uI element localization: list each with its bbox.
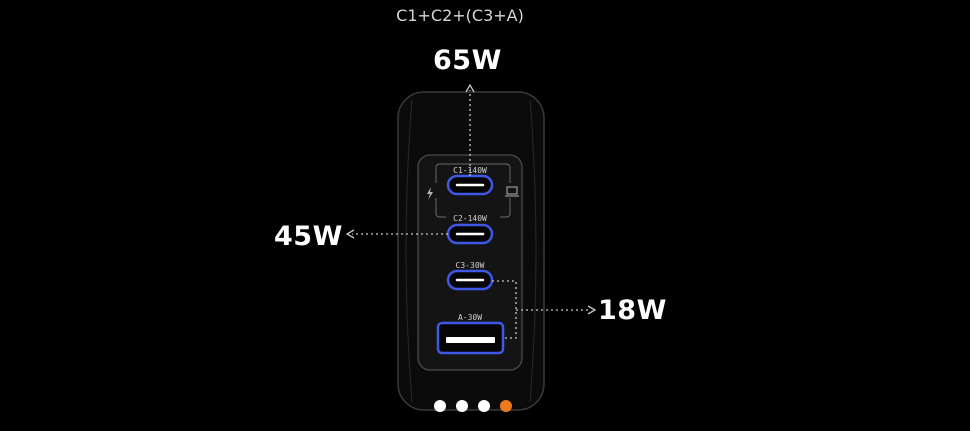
c2-connector-arrow (345, 229, 448, 239)
carousel-dot-2[interactable] (456, 400, 468, 412)
carousel-dot-4[interactable] (500, 400, 512, 412)
port-label-c2: C2-140W (453, 214, 487, 223)
carousel-pagination (434, 400, 512, 412)
carousel-dot-3[interactable] (478, 400, 490, 412)
c1-connector-arrow (465, 83, 475, 176)
usb-a-port (436, 321, 505, 355)
c2-output-watt: 45W (274, 221, 343, 252)
port-label-c3: C3-30W (456, 261, 485, 270)
c1-c2-group-bracket (435, 163, 511, 218)
c1-output-watt: 65W (433, 45, 502, 76)
charger-body (397, 91, 545, 411)
lightning-icon (427, 187, 433, 200)
c3-a-connector-arrow (492, 280, 597, 339)
usb-c-port-c1 (446, 174, 494, 196)
usb-c-port-c3 (446, 269, 494, 291)
laptop-icon (505, 186, 519, 197)
port-combination-label: C1+C2+(C3+A) (396, 6, 524, 25)
usb-c-port-c2 (446, 223, 494, 245)
port-label-a: A-30W (458, 313, 482, 322)
c3-a-output-watt: 18W (598, 295, 667, 326)
carousel-dot-1[interactable] (434, 400, 446, 412)
